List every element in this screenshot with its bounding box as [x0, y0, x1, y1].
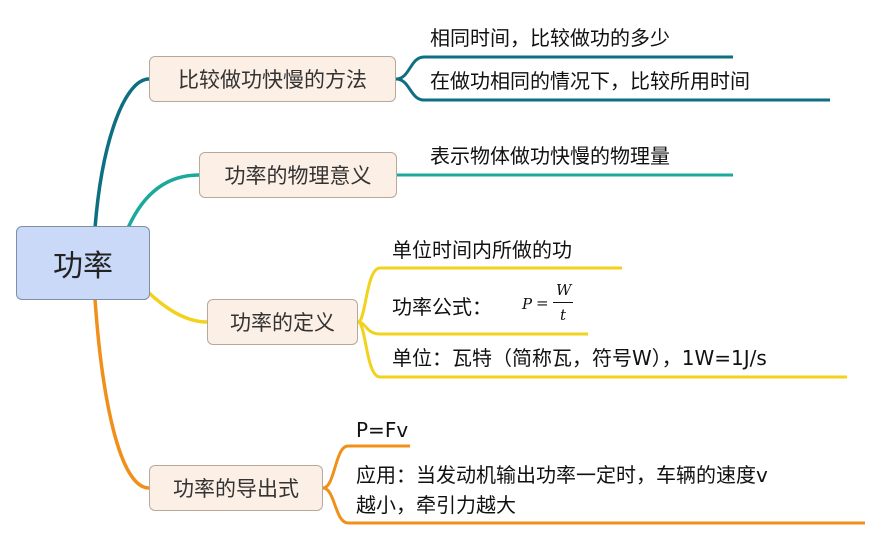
leaf-same-work: 在做功相同的情况下，比较所用时间 [430, 69, 750, 93]
branch-label: 功率的导出式 [173, 477, 299, 501]
branch-label: 功率的物理意义 [224, 164, 372, 188]
branch-node-derived-formula[interactable]: 功率的导出式 [149, 465, 323, 511]
branch-label: 功率的定义 [230, 311, 335, 335]
fraction-bar [553, 302, 573, 303]
leaf-unit: 单位：瓦特（简称瓦，符号W），1W=1J/s [392, 346, 767, 370]
connector-definition-leaves [356, 266, 847, 379]
connector-root-to-derived [93, 298, 150, 490]
leaf-formula-label: 功率公式： [392, 295, 492, 319]
formula-left: P [522, 295, 533, 313]
leaf-definition: 单位时间内所做的功 [392, 238, 572, 262]
branch-node-physical-meaning[interactable]: 功率的物理意义 [199, 152, 397, 198]
branch-node-comparison-methods[interactable]: 比较做功快慢的方法 [149, 56, 396, 102]
formula-denominator: t [560, 306, 567, 324]
branch-label: 比较做功快慢的方法 [178, 68, 367, 92]
root-label: 功率 [53, 249, 113, 284]
leaf-meaning: 表示物体做功快慢的物理量 [430, 144, 670, 168]
connector-root-to-methods [93, 77, 150, 229]
formula-equals: = [536, 294, 549, 312]
root-node-power[interactable]: 功率 [16, 226, 150, 300]
leaf-same-time: 相同时间，比较做功的多少 [430, 26, 670, 50]
leaf-application-line1: 应用：当发动机输出功率一定时，车辆的速度v [356, 463, 768, 487]
connector-methods-leaves [395, 55, 830, 102]
branch-node-definition[interactable]: 功率的定义 [207, 299, 358, 345]
power-formula: P = W t [522, 281, 582, 331]
connector-root-to-definition [146, 290, 208, 324]
leaf-pfv: P=Fv [356, 418, 409, 442]
leaf-application-line2: 越小，牵引力越大 [356, 493, 516, 517]
formula-numerator: W [556, 281, 572, 299]
connector-derived-leaves [322, 444, 865, 525]
connector-root-to-meaning [126, 173, 200, 229]
